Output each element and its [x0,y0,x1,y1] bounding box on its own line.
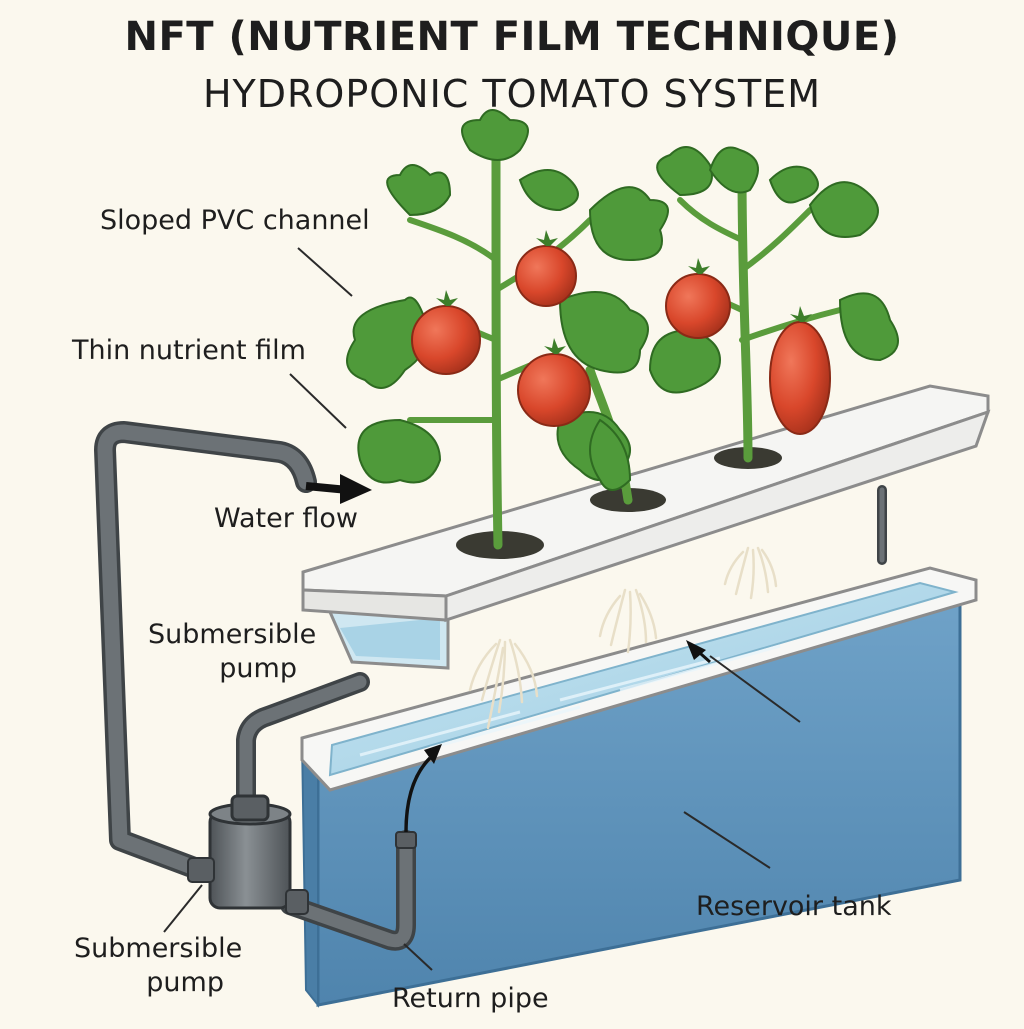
tomato-plants [346,109,899,550]
label-thin-nutrient-film: Thin nutrient film [72,335,306,366]
label-pump-upper-line1: Submersible [148,619,317,650]
label-pump-lower-line2: pump [146,967,224,998]
leader-sloped-channel [297,247,353,297]
surface-arrow [686,640,711,664]
leader-lines [163,247,801,971]
submersible-pump [187,794,417,915]
label-water-flow: Water flow [214,503,359,534]
leader-pump-lower [163,884,203,933]
leader-return-pipe [403,943,433,971]
return-flow-arrow [404,744,442,833]
leader-nutrient-film [289,373,347,429]
water-flow-arrow [305,474,372,504]
pipe-system [94,421,887,951]
label-pump-upper-line2: pump [219,653,297,684]
label-sloped-pvc-channel: Sloped PVC channel [100,205,370,236]
label-submersible-pump-lower: Submersible pump [74,932,242,1000]
plant-roots [468,546,778,730]
pvc-channel [301,384,991,670]
tomatoes [411,230,831,435]
reservoir-tank [300,566,978,1008]
label-submersible-pump-upper: Submersible pump [148,618,316,686]
label-reservoir-tank: Reservoir tank [696,891,892,922]
title-line-2: HYDROPONIC TOMATO SYSTEM [202,72,822,116]
label-pump-lower-line1: Submersible [74,933,243,964]
leader-water-surface [709,655,801,723]
leader-reservoir [683,811,771,869]
title-line-1: NFT (NUTRIENT FILM TECHNIQUE) [124,14,900,60]
label-return-pipe: Return pipe [392,983,549,1014]
